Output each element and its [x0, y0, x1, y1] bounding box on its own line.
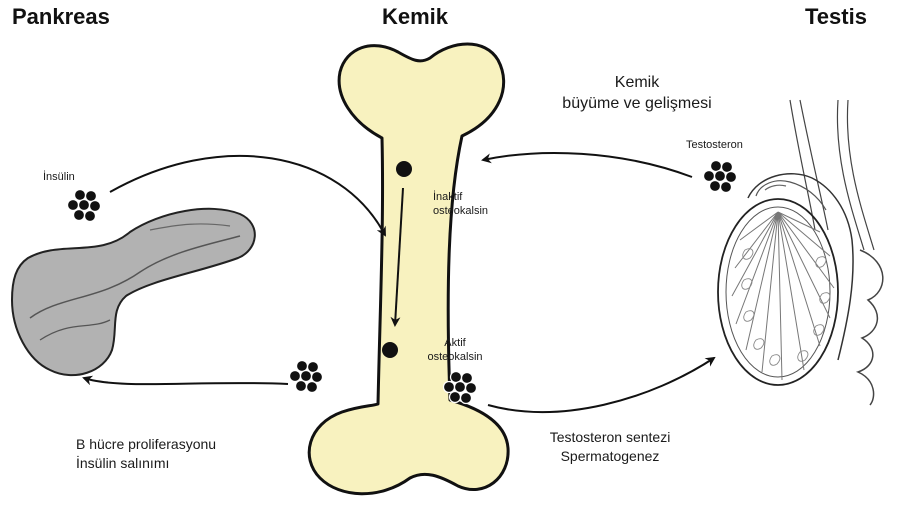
testis-header: Testis	[805, 4, 867, 30]
active-osteocalcin-dot-icon	[382, 342, 398, 358]
bone-to-pancreas-arrow	[84, 378, 288, 384]
bone-growth-label-line2: büyüme ve gelişmesi	[562, 93, 712, 114]
pancreas-side-cluster-icon	[290, 361, 323, 393]
bone-growth-label-line1: Kemik	[562, 72, 712, 93]
pancreas-icon	[12, 209, 255, 375]
b-cell-label: B hücre proliferasyonu İnsülin salınımı	[76, 435, 216, 473]
active-osteocalcin-label: Aktif osteokalsin	[415, 336, 495, 364]
testosterone-to-bone-arrow	[483, 153, 692, 177]
bone-header: Kemik	[382, 4, 448, 30]
bone-icon	[309, 44, 508, 494]
b-cell-label-line1: B hücre proliferasyonu	[76, 435, 216, 454]
active-osteocalcin-line2: osteokalsin	[415, 350, 495, 364]
testosterone-label: Testosteron	[686, 138, 743, 152]
bone-growth-label: Kemik büyüme ve gelişmesi	[562, 72, 712, 114]
bone-to-testis-arrow	[488, 358, 714, 412]
insulin-label: İnsülin	[43, 170, 75, 184]
pancreas-header: Pankreas	[12, 4, 110, 30]
testosterone-molecule-cluster-icon	[704, 161, 737, 193]
inactive-osteocalcin-line1: İnaktif	[433, 190, 488, 204]
inactive-osteocalcin-label: İnaktif osteokalsin	[433, 190, 488, 218]
inactive-osteocalcin-line2: osteokalsin	[433, 204, 488, 218]
insulin-molecule-cluster-icon	[68, 190, 101, 222]
testosterone-synthesis-line1: Testosteron sentezi	[530, 428, 690, 447]
b-cell-label-line2: İnsülin salınımı	[76, 454, 216, 473]
inactive-osteocalcin-dot-icon	[396, 161, 412, 177]
active-osteocalcin-line1: Aktif	[415, 336, 495, 350]
testosterone-synthesis-line2: Spermatogenez	[530, 447, 690, 466]
testosterone-synthesis-label: Testosteron sentezi Spermatogenez	[530, 428, 690, 466]
